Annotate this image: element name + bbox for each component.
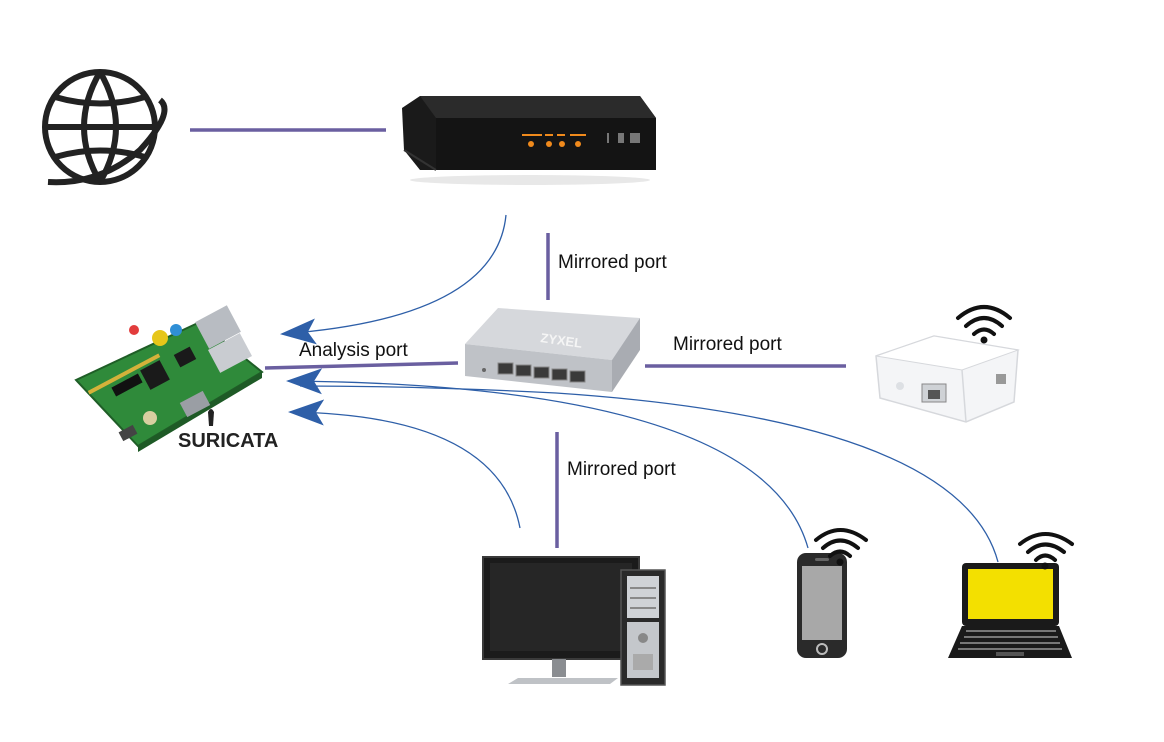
arrow-phone-to-pi: [286, 368, 809, 549]
label-mirrored-port-bottom: Mirrored port: [567, 459, 676, 480]
wifi-icon-access-point: [956, 305, 1012, 344]
arrow-router-to-pi: [280, 214, 507, 345]
wifi-icon-laptop: [1018, 532, 1074, 570]
router-icon: [402, 96, 656, 185]
desktop-computer-icon: [482, 556, 666, 686]
network-switch-icon: ZYXEL: [465, 308, 640, 392]
label-mirrored-port-right: Mirrored port: [673, 334, 782, 355]
link-switch-pi: [264, 361, 459, 370]
label-analysis-port: Analysis port: [299, 340, 408, 361]
raspberry-pi-icon: SURICATA: [74, 305, 278, 452]
smartphone-icon: [797, 553, 847, 658]
suricata-logo-text: SURICATA: [178, 430, 278, 452]
switch-brand-text: ZYXEL: [540, 330, 584, 351]
wireless-access-point-icon: [875, 335, 1020, 423]
arrow-laptop-to-pi: [299, 385, 999, 563]
internet-globe-icon: [42, 69, 168, 186]
arrow-desktop-to-pi: [288, 399, 521, 529]
wired-links: [190, 128, 846, 548]
wifi-icon-phone: [814, 528, 868, 566]
label-mirrored-port-top: Mirrored port: [558, 252, 667, 273]
laptop-icon: [948, 563, 1072, 658]
traffic-arrows: [280, 214, 999, 563]
